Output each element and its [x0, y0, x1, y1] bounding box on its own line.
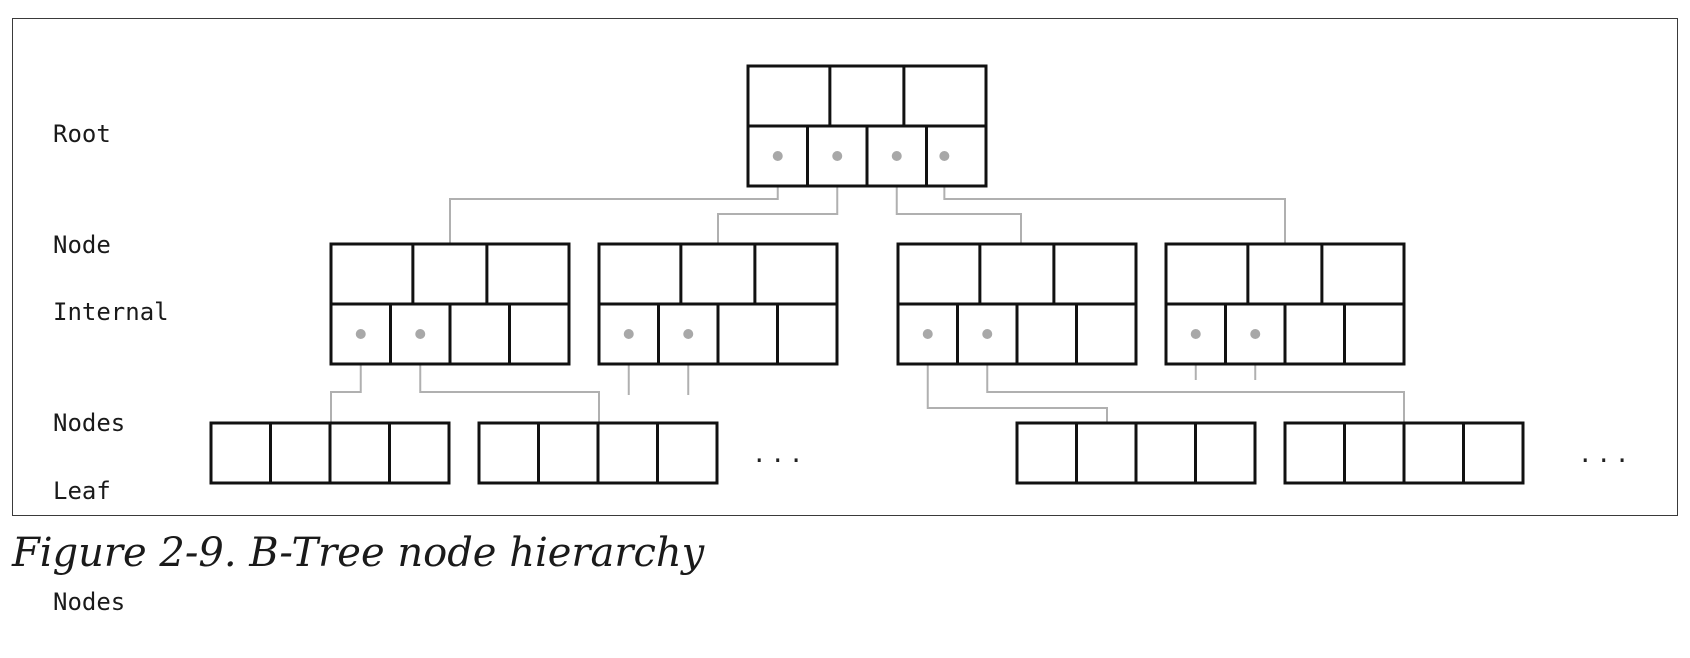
root-pointer-dot-1	[772, 151, 783, 161]
label-internal-line1: Internal	[53, 298, 169, 326]
leaf-node-4	[1283, 421, 1525, 485]
label-leaf-line1: Leaf	[53, 477, 111, 505]
label-root-line2: Node	[53, 231, 111, 259]
internal-node-2	[597, 242, 839, 366]
leaf-node-1	[209, 421, 451, 485]
connector-root-to-internal-1	[449, 156, 779, 244]
internal-node-3-pointer-dot-1	[922, 329, 933, 339]
internal-node-4	[1164, 242, 1406, 366]
internal-node-3	[896, 242, 1138, 366]
label-root-line1: Root	[53, 120, 111, 148]
internal-node-2-pointer-dot-2	[683, 329, 694, 339]
root-node	[746, 64, 988, 188]
figure-caption: Figure 2-9. B-Tree node hierarchy	[12, 530, 705, 576]
internal-node-3-pointer-dot-2	[982, 329, 993, 339]
ellipsis-right: ...	[1578, 440, 1634, 468]
label-root-node: Root Node	[53, 42, 111, 301]
label-leaf-line2: Nodes	[53, 588, 126, 616]
root-pointer-dot-3	[891, 151, 902, 161]
connector-root-to-internal-4	[943, 156, 1286, 244]
b-tree-diagram	[209, 64, 1525, 485]
internal-node-4-pointer-dot-2	[1250, 329, 1261, 339]
ellipsis-left: ...	[752, 440, 808, 468]
root-pointer-dot-4	[939, 151, 950, 161]
label-internal-line2: Nodes	[53, 409, 126, 437]
label-internal-nodes: Internal Nodes	[53, 220, 169, 479]
connector-internal3-to-leaf3	[926, 334, 1108, 423]
internal-node-1	[329, 242, 571, 366]
internal-node-4-pointer-dot-1	[1190, 329, 1201, 339]
label-leaf-nodes: Leaf Nodes	[53, 399, 125, 658]
internal-node-1-pointer-dot-2	[415, 329, 426, 339]
root-pointer-dot-2	[832, 151, 843, 161]
internal-node-2-pointer-dot-1	[623, 329, 634, 339]
leaf-node-2	[477, 421, 719, 485]
internal-node-1-pointer-dot-1	[355, 329, 366, 339]
leaf-node-3	[1015, 421, 1257, 485]
